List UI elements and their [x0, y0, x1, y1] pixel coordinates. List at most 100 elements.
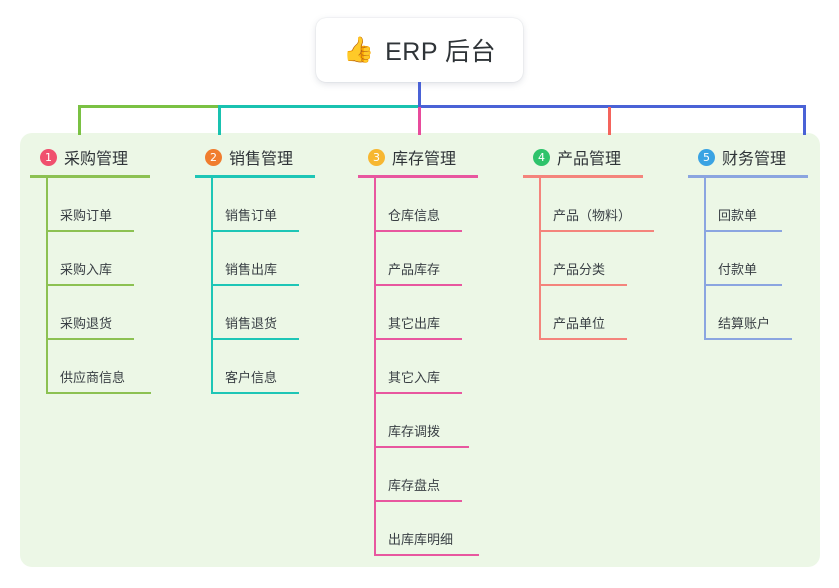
branch-item[interactable]: 其它出库 — [358, 286, 518, 340]
branch-item[interactable]: 出库库明细 — [358, 502, 518, 556]
branch-header-sales[interactable]: 2 销售管理 — [195, 145, 355, 169]
branch-item-underline — [374, 230, 462, 232]
branch-item-label: 销售退货 — [225, 316, 278, 331]
branch-item[interactable]: 其它入库 — [358, 340, 518, 394]
branch-item[interactable]: 产品单位 — [523, 286, 683, 340]
branch-title-finance: 财务管理 — [722, 151, 787, 168]
branch-items-inventory: 仓库信息产品库存其它出库其它入库库存调拨库存盘点出库库明细 — [358, 178, 518, 556]
branch-item[interactable]: 销售出库 — [195, 232, 355, 286]
stem-finance — [803, 107, 806, 135]
branch-item-label: 其它出库 — [388, 316, 441, 331]
stem-purchase — [78, 107, 81, 135]
branch-item-label: 客户信息 — [225, 370, 278, 385]
branch-underline-inventory — [358, 175, 478, 178]
branch-item-label: 库存盘点 — [388, 478, 441, 493]
branch-underline-product — [523, 175, 643, 178]
branch-item[interactable]: 产品（物料） — [523, 178, 683, 232]
branch-item[interactable]: 产品库存 — [358, 232, 518, 286]
branch-item-underline — [46, 284, 134, 286]
stem-inventory — [418, 107, 421, 135]
branch-item[interactable]: 销售退货 — [195, 286, 355, 340]
branch-item-underline — [374, 284, 462, 286]
branch-item[interactable]: 回款单 — [688, 178, 839, 232]
branch-item[interactable]: 客户信息 — [195, 340, 355, 394]
branch-item-label: 采购退货 — [60, 316, 113, 331]
branch-spine-product — [539, 178, 541, 340]
branch-item-label: 销售订单 — [225, 208, 278, 223]
branch-item-underline — [704, 284, 782, 286]
branch-spine-purchase — [46, 178, 48, 394]
branch-product: 4 产品管理产品（物料） 产品分类产品单位 — [523, 145, 683, 340]
branch-item-label: 结算账户 — [718, 316, 771, 331]
branch-header-product[interactable]: 4 产品管理 — [523, 145, 683, 169]
stem-product — [608, 107, 611, 135]
branch-item-underline — [374, 392, 462, 394]
branch-item[interactable]: 销售订单 — [195, 178, 355, 232]
branch-item-underline — [211, 392, 299, 394]
branch-item-underline — [46, 392, 151, 394]
branch-item-underline — [539, 230, 654, 232]
branch-number-badge: 5 — [698, 148, 715, 166]
branch-item-underline — [539, 284, 627, 286]
branch-item[interactable]: 付款单 — [688, 232, 839, 286]
root-title: ERP 后台 — [385, 38, 497, 66]
branch-item-label: 产品（物料） — [553, 208, 632, 223]
root-node[interactable]: 👍 ERP 后台 — [316, 18, 523, 82]
branch-item-label: 仓库信息 — [388, 208, 441, 223]
branch-spine-sales — [211, 178, 213, 394]
branch-item[interactable]: 仓库信息 — [358, 178, 518, 232]
branch-items-sales: 销售订单销售出库销售退货客户信息 — [195, 178, 355, 394]
branch-item[interactable]: 采购退货 — [30, 286, 190, 340]
branch-item-underline — [211, 284, 299, 286]
branch-item-label: 供应商信息 — [60, 370, 126, 385]
branch-spine-finance — [704, 178, 706, 340]
branch-item-underline — [46, 338, 134, 340]
branch-item[interactable]: 产品分类 — [523, 232, 683, 286]
branches-panel — [20, 133, 820, 567]
branch-item[interactable]: 库存盘点 — [358, 448, 518, 502]
thumbs-up-icon: 👍 — [342, 35, 375, 64]
branch-underline-sales — [195, 175, 315, 178]
branch-spine-inventory — [374, 178, 376, 556]
branch-item-underline — [539, 338, 627, 340]
branch-title-inventory: 库存管理 — [392, 151, 457, 168]
branch-item-underline — [374, 446, 469, 448]
branch-sales: 2 销售管理销售订单销售出库销售退货客户信息 — [195, 145, 355, 394]
branch-title-sales: 销售管理 — [229, 151, 294, 168]
branch-item-underline — [374, 554, 479, 556]
branch-underline-finance — [688, 175, 808, 178]
branch-item-label: 产品分类 — [553, 262, 606, 277]
branch-title-product: 产品管理 — [557, 151, 622, 168]
branch-item-label: 库存调拨 — [388, 424, 441, 439]
branch-item-underline — [46, 230, 134, 232]
root-trunk-line — [418, 82, 421, 107]
branch-item-label: 出库库明细 — [388, 532, 454, 547]
branch-item-underline — [374, 338, 462, 340]
branch-item[interactable]: 供应商信息 — [30, 340, 190, 394]
branch-item-label: 其它入库 — [388, 370, 441, 385]
branch-item[interactable]: 结算账户 — [688, 286, 839, 340]
branch-item-underline — [374, 500, 462, 502]
branch-item[interactable]: 采购订单 — [30, 178, 190, 232]
branch-item[interactable]: 库存调拨 — [358, 394, 518, 448]
branch-number-badge: 4 — [533, 148, 550, 166]
branch-items-product: 产品（物料） 产品分类产品单位 — [523, 178, 683, 340]
branch-item-label: 采购订单 — [60, 208, 113, 223]
branch-item-label: 产品单位 — [553, 316, 606, 331]
bar-blue — [418, 105, 806, 108]
branch-items-purchase: 采购订单采购入库采购退货供应商信息 — [30, 178, 190, 394]
branch-item-label: 回款单 — [718, 208, 758, 223]
branch-item-underline — [704, 230, 782, 232]
branch-item-underline — [704, 338, 792, 340]
branch-title-purchase: 采购管理 — [64, 151, 129, 168]
branch-header-finance[interactable]: 5 财务管理 — [688, 145, 839, 169]
branch-number-badge: 2 — [205, 148, 222, 166]
branch-finance: 5 财务管理回款单付款单结算账户 — [688, 145, 839, 340]
branch-item[interactable]: 采购入库 — [30, 232, 190, 286]
bar-teal — [218, 105, 420, 108]
branch-item-label: 付款单 — [718, 262, 758, 277]
